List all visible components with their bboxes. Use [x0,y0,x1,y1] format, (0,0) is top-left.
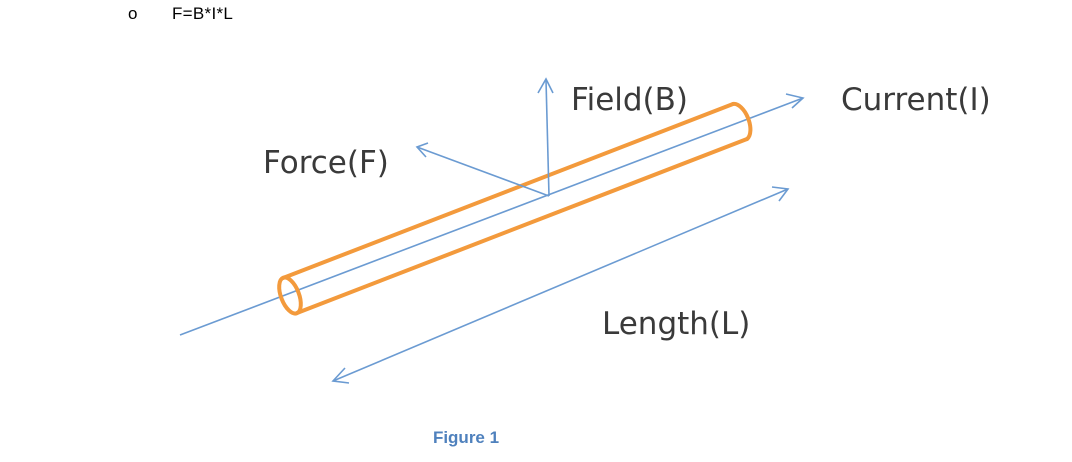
current-vector [179,93,805,336]
current-label: Current(I) [841,82,991,118]
length-label: Length(L) [602,306,750,342]
figure-caption: Figure 1 [432,428,500,447]
field-vector [537,77,554,197]
conductor-rod [277,101,753,316]
bullet-marker: o [128,4,138,23]
field-label: Field(B) [571,82,688,118]
length-vector [331,186,790,384]
force-vector [415,142,550,197]
formula-text: F=B*I*L [172,4,234,23]
force-label: Force(F) [263,145,389,181]
formula-bullet: o F=B*I*L [128,2,233,26]
